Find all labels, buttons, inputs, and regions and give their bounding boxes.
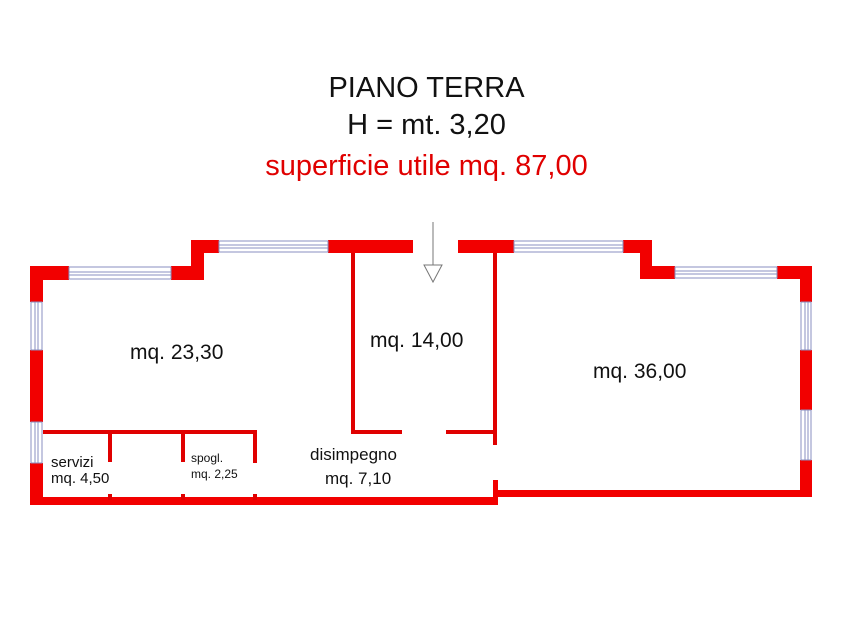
window xyxy=(68,266,172,280)
room-name-servizi: servizi xyxy=(51,454,94,471)
ceiling-height: H = mt. 3,20 xyxy=(347,109,506,141)
room-name-spogl: spogl. xyxy=(191,451,224,465)
window xyxy=(800,301,812,351)
usable-surface: superficie utile mq. 87,00 xyxy=(265,150,588,182)
plan-title: PIANO TERRA xyxy=(328,72,525,104)
window xyxy=(30,301,43,351)
window xyxy=(30,421,43,464)
room-area-center: mq. 14,00 xyxy=(370,329,464,352)
window xyxy=(800,409,812,461)
interior-walls xyxy=(43,253,497,500)
room-area-living: mq. 23,30 xyxy=(130,341,224,364)
room-name-disimpegno: disimpegno xyxy=(310,445,397,464)
exterior-walls xyxy=(30,240,812,505)
room-area-servizi: mq. 4,50 xyxy=(51,470,110,487)
window xyxy=(218,240,329,253)
window xyxy=(674,266,778,279)
room-area-disimpegno: mq. 7,10 xyxy=(325,469,392,488)
room-area-right: mq. 36,00 xyxy=(593,360,687,383)
room-area-spogl: mq. 2,25 xyxy=(191,467,238,481)
window xyxy=(513,240,624,253)
entrance-arrow-icon xyxy=(423,222,443,284)
windows xyxy=(30,240,812,464)
